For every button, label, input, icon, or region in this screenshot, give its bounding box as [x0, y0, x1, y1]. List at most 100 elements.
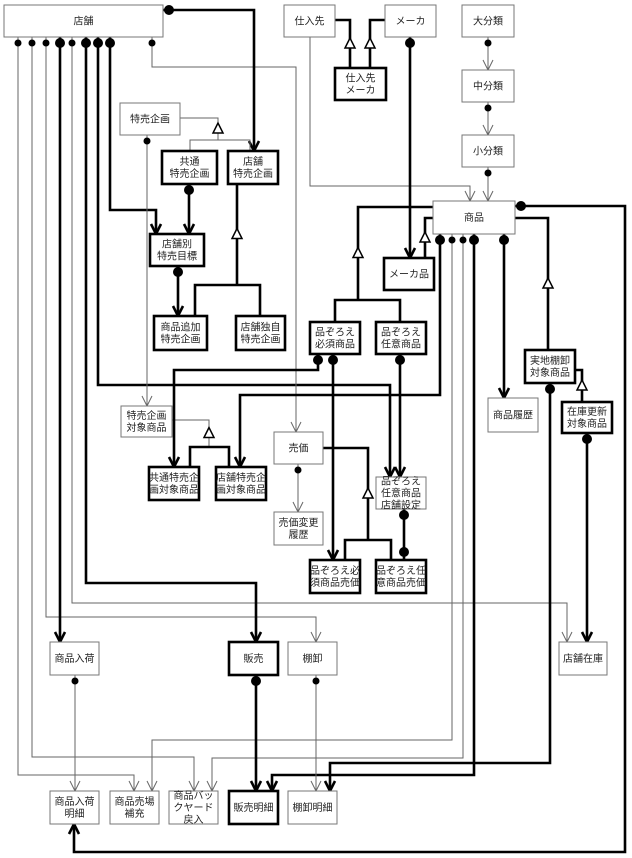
entity-sales-detail[interactable]: 販売明細 [227, 789, 280, 826]
entity-label: 在庫更新 [567, 405, 607, 418]
entity-label: メーカ [346, 85, 376, 97]
entity-cat-mid[interactable]: 中分類 [461, 69, 515, 103]
entity-stocktake-detail[interactable]: 棚卸明細 [287, 790, 338, 825]
entity-label: 商品バッ [174, 789, 214, 802]
entity-label: 画対象商品 [216, 483, 266, 496]
entity-supplier[interactable]: 仕入先 [283, 4, 336, 38]
subtype-triangle-icon [230, 226, 244, 240]
entity-label: 仕入先 [346, 72, 376, 85]
subtype-triangle-icon [418, 230, 432, 243]
entity-label: 棚卸明細 [293, 801, 333, 814]
one-dot-icon [55, 38, 65, 48]
relationship-line [69, 675, 81, 793]
entity-label: 特売企画 [241, 333, 281, 346]
entity-label: 特売企画 [233, 167, 273, 180]
entity-label: 特売企画 [130, 113, 170, 126]
relationship-line [515, 216, 555, 350]
entity-label: 対象商品 [127, 421, 167, 434]
one-dot-icon [399, 510, 409, 520]
entity-item[interactable]: 商品 [432, 200, 516, 235]
entity-price[interactable]: 売価 [273, 431, 324, 465]
entity-store-stock[interactable]: 店舗在庫 [558, 641, 608, 676]
relationship-line [580, 433, 594, 645]
relationship-line [172, 419, 216, 447]
entity-label: 売価 [289, 442, 309, 455]
one-dot-icon [81, 38, 91, 48]
entity-sales[interactable]: 販売 [227, 640, 280, 677]
entity-label: 仕入先 [295, 15, 325, 28]
one-dot-icon [184, 185, 194, 195]
entity-label: 補充 [125, 807, 145, 820]
relationship-line [292, 464, 304, 514]
entity-label: 任意商品 [381, 338, 421, 351]
entity-label: メーカ品 [389, 269, 429, 281]
one-dot-icon [14, 39, 22, 47]
entity-label: 画対象商品 [149, 483, 199, 496]
entity-label: 店舗独自 [241, 321, 281, 334]
relationship-line [482, 102, 494, 137]
entity-cat-small[interactable]: 小分類 [461, 134, 515, 168]
one-dot-icon [294, 466, 302, 474]
entity-label: 中分類 [473, 80, 503, 93]
one-dot-icon [105, 38, 115, 48]
entity-store[interactable]: 店舗 [3, 4, 164, 38]
relationship-line [171, 266, 185, 319]
one-dot-icon [164, 5, 174, 15]
relationship-line [393, 354, 407, 480]
subtype-triangle-icon [575, 378, 589, 391]
subtype-triangle-icon [351, 245, 365, 259]
subtype-triangle-icon [363, 36, 377, 49]
entity-cat-large[interactable]: 大分類 [461, 4, 515, 38]
relationship-line [180, 117, 225, 140]
entity-label: 商品入荷 [55, 795, 95, 808]
entity-maker-item[interactable]: メーカ品 [382, 256, 436, 292]
entity-label: 明細 [65, 807, 85, 820]
entity-label: 店舗特売企 [216, 471, 266, 484]
entity-label: 売価変更 [279, 516, 319, 529]
one-dot-icon [484, 39, 492, 47]
relationship-line [482, 167, 494, 203]
relationship-line [233, 234, 445, 470]
relationship-lines [14, 5, 627, 854]
one-dot-icon [435, 235, 445, 245]
one-dot-icon [459, 236, 467, 244]
entity-promo[interactable]: 特売企画 [119, 102, 181, 136]
relationship-line [182, 184, 196, 237]
entity-item-history[interactable]: 商品履歴 [487, 397, 539, 433]
entity-maker[interactable]: メーカ [384, 4, 437, 38]
entity-label: 店舗設定 [381, 499, 421, 512]
entity-stocktake[interactable]: 棚卸 [287, 641, 338, 676]
entity-label: 店舗 [74, 15, 94, 28]
relationship-line [403, 37, 417, 261]
entity-label: 必須商品 [315, 338, 355, 351]
relationship-line [323, 446, 375, 540]
one-dot-icon [93, 38, 103, 48]
one-dot-icon [71, 677, 79, 685]
entity-label: 店舗別 [162, 238, 192, 251]
entity-receiving[interactable]: 商品入荷 [49, 641, 100, 676]
relationship-line [14, 37, 140, 793]
entity-label: 小分類 [473, 146, 503, 158]
entity-label: 履歴 [289, 529, 309, 541]
one-dot-icon [399, 547, 409, 557]
